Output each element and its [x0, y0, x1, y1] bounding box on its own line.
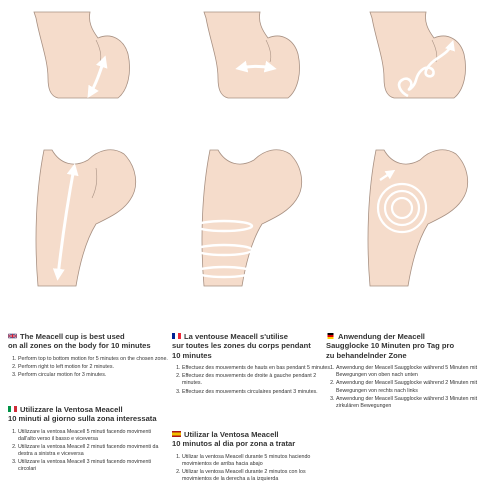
- list-item: Effectuez des mouvements de droite à gau…: [182, 373, 332, 387]
- figure-hip-horizontal: [203, 11, 300, 99]
- figure-thigh-circular: [367, 149, 469, 287]
- heading-line: zu behandelnder Zone: [326, 350, 407, 360]
- instructions-list: Utilizar la ventosa Meacell durante 5 mi…: [172, 454, 332, 483]
- horizontal-arrow-icon: [235, 60, 277, 73]
- figure-thigh-vertical: [35, 149, 137, 287]
- instructions-list: Perform top to bottom motion for 5 minut…: [8, 356, 168, 379]
- heading-line: sur toutes les zones du corps pendant: [172, 341, 311, 351]
- instructions-italian: Utilizzare la Ventosa Meacell 10 minuti …: [8, 405, 168, 474]
- heading-line: 10 minutos al dia por zona a tratar: [172, 439, 296, 449]
- list-item: Perform right to left motion for 2 minut…: [18, 364, 168, 371]
- instructions-list: Utilizzare la ventosa Meacell 5 minuti f…: [8, 429, 168, 474]
- heading-line: 10 minuti al giorno sulla zona interessa…: [8, 414, 157, 424]
- list-item: Perform circular motion for 3 minutes.: [18, 372, 168, 379]
- instructions-german: Anwendung der Meacell Saugglocke 10 Minu…: [326, 332, 486, 411]
- vertical-arrow-icon: [52, 163, 79, 281]
- heading-line: Utilizzare la Ventosa Meacell: [20, 405, 123, 414]
- horizontal-arrow-icon: [194, 219, 254, 279]
- list-item: Anwendung der Meacell Saugglocke während…: [336, 365, 486, 379]
- instructions-list: Effectuez des mouvements de hauts en bas…: [172, 365, 332, 395]
- heading-line: Utilizar la Ventosa Meacell: [184, 430, 279, 439]
- list-item: Perform top to bottom motion for 5 minut…: [18, 356, 168, 363]
- list-item: Anwendung der Meacell Saugglocke während…: [336, 380, 486, 394]
- list-item: Utilizar la ventosa Meacell durante 5 mi…: [182, 454, 332, 468]
- list-item: Effectuez des mouvements de hauts en bas…: [182, 365, 332, 372]
- list-item: Utilizar la ventosa Meacell durante 2 mi…: [182, 469, 332, 483]
- instructions-list: Anwendung der Meacell Saugglocke während…: [326, 365, 486, 410]
- figure-hip-circular: [369, 11, 466, 99]
- list-item: Effectuez des mouvements circulaires pen…: [182, 389, 332, 396]
- instructions-heading: Utilizzare la Ventosa Meacell 10 minuti …: [8, 405, 168, 424]
- it-flag-icon: [8, 406, 17, 412]
- de-flag-icon: [327, 333, 334, 339]
- heading-line: The Meacell cup is best used: [20, 332, 125, 341]
- instructions-heading: The Meacell cup is best used on all zone…: [8, 332, 168, 351]
- list-item: Anwendung der Meacell Saugglocke während…: [336, 396, 486, 410]
- instructions-heading: Anwendung der Meacell Saugglocke 10 Minu…: [326, 332, 486, 360]
- heading-line: Saugglocke 10 Minuten pro Tag pro: [326, 341, 455, 351]
- circular-arrow-icon: [376, 169, 428, 234]
- instructions-french: La ventouse Meacell s'utilise sur toutes…: [172, 332, 332, 397]
- es-flag-icon: [172, 431, 181, 437]
- instructions-heading: Utilizar la Ventosa Meacell 10 minutos a…: [172, 430, 332, 449]
- list-item: Utilizzare la ventosa Meacell 2 minuti f…: [18, 444, 168, 458]
- body-illustrations: [33, 11, 469, 287]
- list-item: Utilizzare la ventosa Meacell 5 minuti f…: [18, 429, 168, 443]
- instructions-english: The Meacell cup is best used on all zone…: [8, 332, 168, 380]
- heading-line: 10 minutes: [172, 350, 212, 360]
- uk-flag-icon: [8, 333, 17, 339]
- figure-hip-vertical: [33, 11, 130, 99]
- figure-thigh-horizontal: [194, 149, 303, 287]
- fr-flag-icon: [172, 333, 181, 339]
- heading-line: on all zones on the body for 10 minutes: [8, 341, 151, 351]
- list-item: Utilizzare la ventosa Meacell 3 minuti f…: [18, 459, 168, 473]
- circular-arrow-icon: [397, 40, 455, 98]
- vertical-arrow-icon: [87, 55, 108, 99]
- heading-line: La ventouse Meacell s'utilise: [184, 332, 288, 341]
- instructions-heading: La ventouse Meacell s'utilise sur toutes…: [172, 332, 332, 360]
- instructions-spanish: Utilizar la Ventosa Meacell 10 minutos a…: [172, 430, 332, 484]
- heading-line: Anwendung der Meacell: [338, 332, 425, 341]
